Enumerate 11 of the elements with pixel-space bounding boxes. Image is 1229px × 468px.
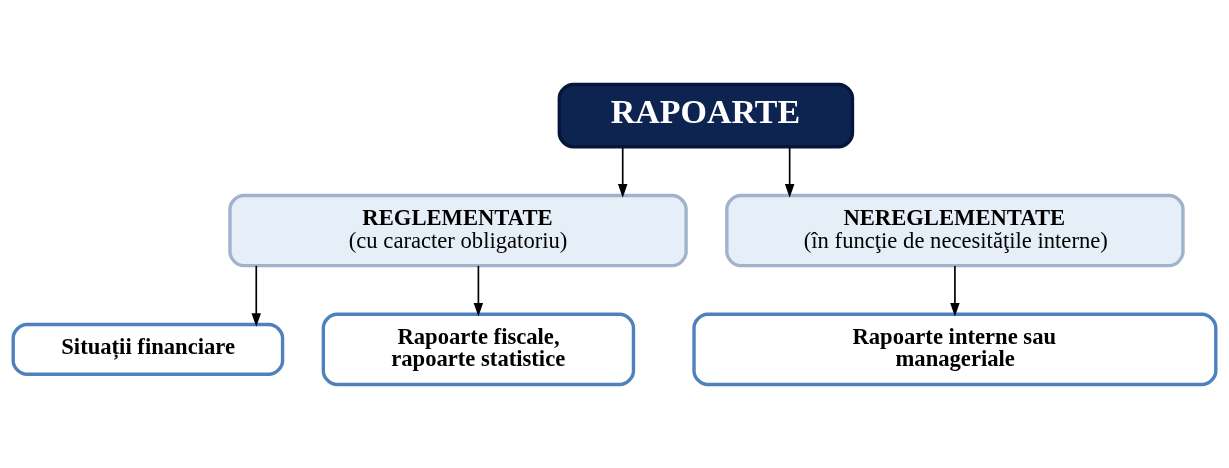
node-box: Rapoarte interne sau manageriale bbox=[692, 312, 1218, 386]
arrow bbox=[617, 145, 628, 198]
node-box: REGLEMENTATE (cu caracter obligatoriu) bbox=[228, 193, 688, 267]
arrow bbox=[950, 264, 960, 317]
arrow bbox=[784, 145, 795, 198]
node-box: NEREGLEMENTATE (în funcţie de necesităţile interne) bbox=[725, 193, 1185, 267]
node-box: Situații financiare bbox=[11, 322, 285, 376]
arrow bbox=[251, 264, 262, 327]
node-box: RAPOARTE bbox=[557, 82, 855, 148]
arrow bbox=[473, 264, 484, 317]
node-box: Rapoarte fiscale, rapoarte statistice bbox=[321, 312, 636, 386]
